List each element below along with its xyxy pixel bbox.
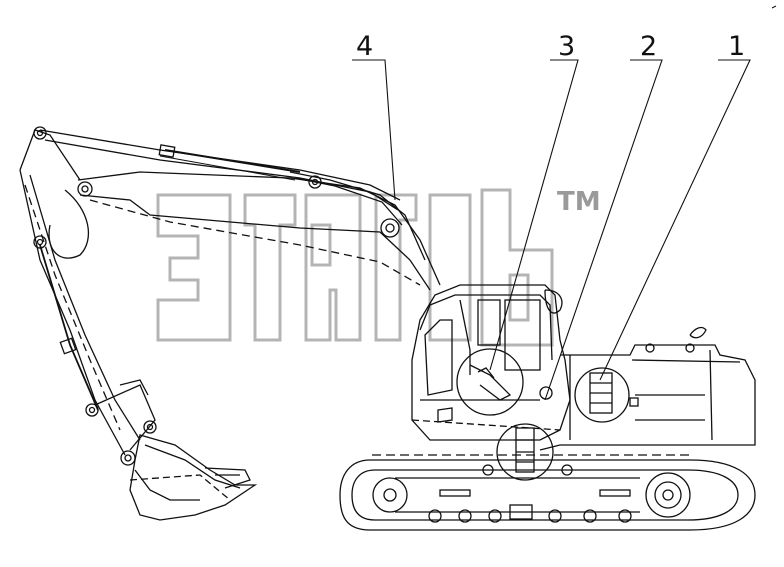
watermark-logo <box>156 188 554 347</box>
callout-2: 2 <box>640 31 657 62</box>
callout-1: 1 <box>728 31 745 62</box>
cab <box>411 284 571 441</box>
leader-lines <box>352 59 751 401</box>
watermark-trademark: TM <box>557 187 601 217</box>
callout-4: 4 <box>356 31 373 62</box>
callout-3: 3 <box>558 31 575 62</box>
callout-labels: 4 3 2 1 <box>356 31 745 62</box>
boom <box>19 126 441 466</box>
corner-mark <box>771 5 777 9</box>
undercarriage <box>339 423 756 531</box>
bucket <box>129 434 258 521</box>
upper-structure <box>539 326 756 451</box>
